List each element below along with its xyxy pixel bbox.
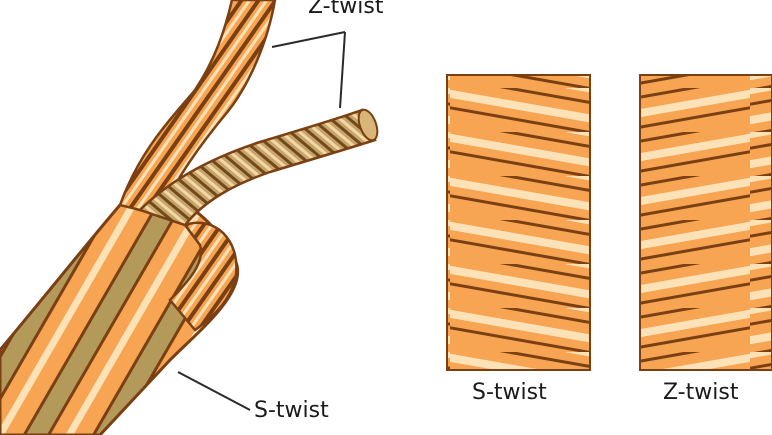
label-sample-s: S-twist — [472, 380, 547, 405]
leader-line-top-1 — [272, 32, 345, 47]
leader-line-top-2 — [340, 32, 345, 108]
leader-line-left — [178, 372, 250, 410]
label-top-twist: Z-twist — [308, 0, 383, 19]
label-left-rope: S-twist — [254, 398, 329, 423]
label-sample-z: Z-twist — [663, 380, 738, 405]
z-twist-swatch — [640, 75, 772, 370]
s-twist-swatch — [447, 75, 590, 370]
